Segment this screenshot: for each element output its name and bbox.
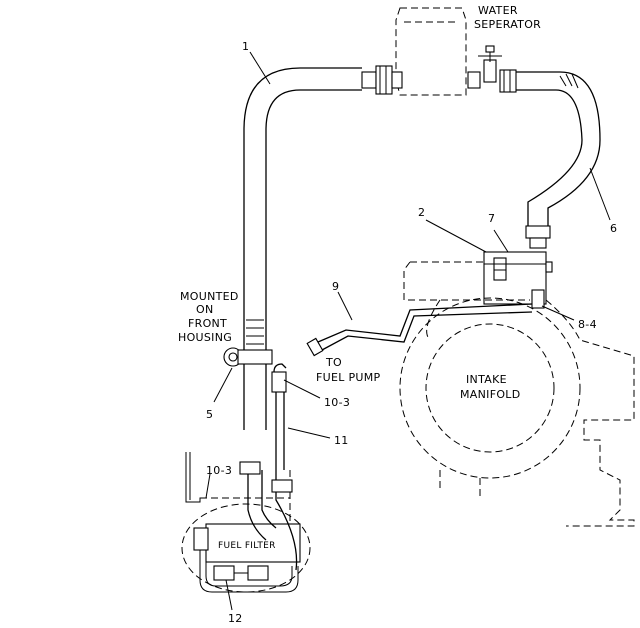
mounted-on-front-housing-label: MOUNTED ON FRONT HOUSING: [178, 290, 239, 344]
water-separator-label-line2: SEPERATOR: [474, 18, 541, 31]
intake-manifold-label: INTAKE MANIFOLD: [460, 373, 520, 401]
leader-lines: [205, 51, 611, 611]
mounted-label-line4: HOUSING: [178, 331, 232, 344]
intake-manifold-line2: MANIFOLD: [460, 388, 520, 401]
callout-9: 9: [332, 280, 339, 293]
callout-1: 1: [242, 40, 249, 53]
callout-10-3-upper: 10-3: [324, 396, 350, 409]
callout-11: 11: [334, 434, 349, 447]
fuel-filter-label: FUEL FILTER: [218, 541, 276, 551]
fuel-filter-assembly: [181, 452, 311, 593]
engine-outline: [399, 261, 635, 527]
to-fuel-pump-line1: TO: [325, 356, 342, 369]
tube-9: [306, 303, 533, 357]
water-separator-label-line1: WATER: [478, 4, 518, 17]
callout-2: 2: [418, 206, 425, 219]
callout-8-4: 8-4: [578, 318, 597, 331]
callout-6: 6: [610, 222, 617, 235]
to-fuel-pump-label: TO FUEL PUMP: [316, 356, 381, 384]
callout-12: 12: [228, 612, 243, 625]
water-separator-label: WATER SEPERATOR: [474, 4, 541, 31]
callout-7: 7: [488, 212, 495, 225]
mounted-label-line2: ON: [196, 303, 214, 316]
clamp-5: [223, 347, 273, 367]
hose-6: [516, 71, 601, 249]
to-fuel-pump-line2: FUEL PUMP: [316, 371, 381, 384]
mounted-label-line1: MOUNTED: [180, 290, 239, 303]
water-separator: [395, 7, 502, 96]
fuel-block: [483, 251, 553, 309]
mounted-label-line3: FRONT: [188, 317, 227, 330]
callout-5: 5: [206, 408, 213, 421]
callout-10-3-lower: 10-3: [206, 464, 232, 477]
line-11: [271, 363, 287, 470]
intake-manifold-line1: INTAKE: [466, 373, 507, 386]
hose-1: [243, 65, 517, 430]
